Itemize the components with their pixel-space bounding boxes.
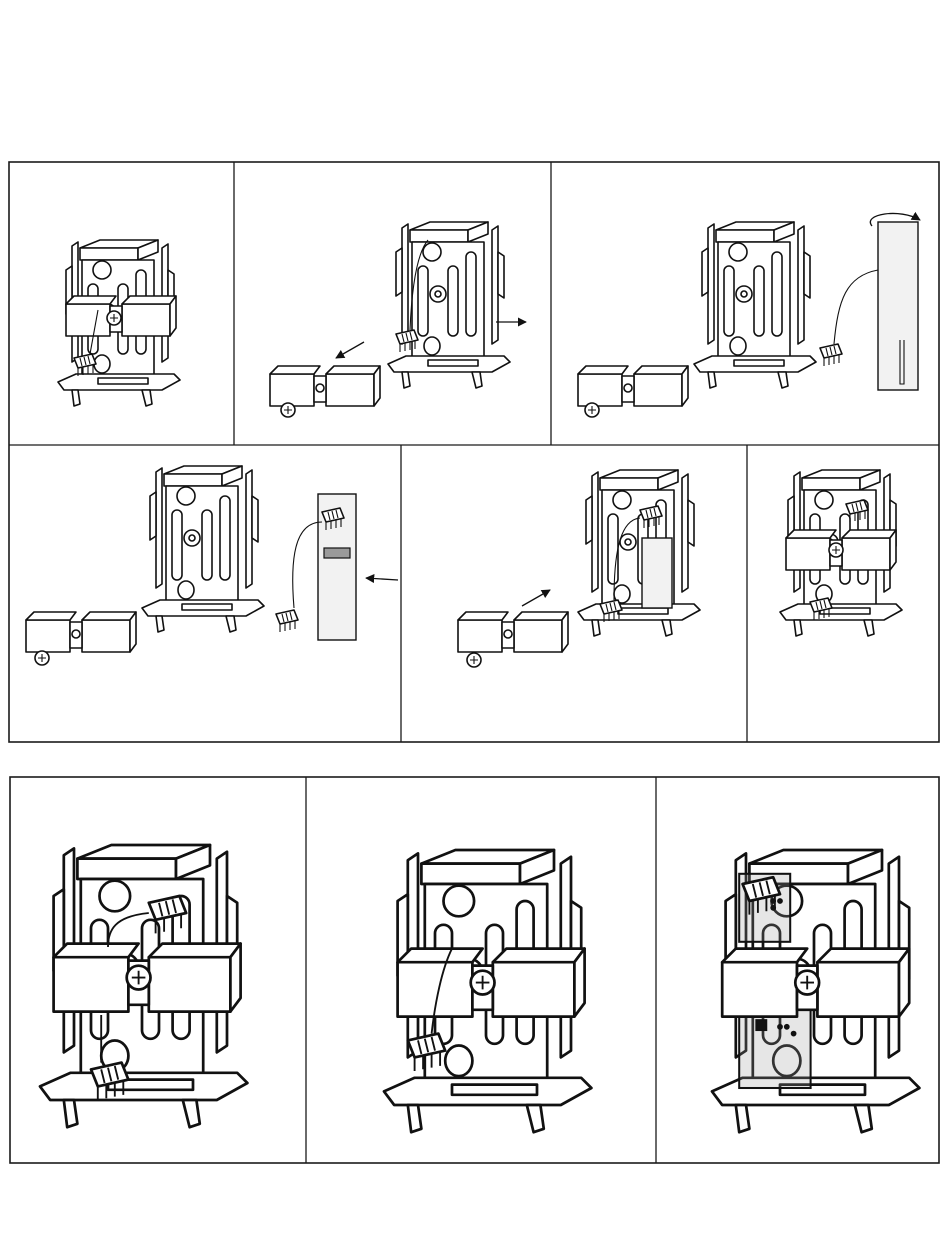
step6-mount-closed <box>780 470 902 636</box>
step3-mount-bare <box>694 222 816 388</box>
step2-screw <box>281 403 295 417</box>
detail1-cable-connector <box>40 845 247 1127</box>
step5-screw <box>467 653 481 667</box>
step5-mount-with-board <box>578 470 700 636</box>
step1-mount-assembled <box>58 240 180 406</box>
step4-mount-bare <box>142 466 264 632</box>
detail2-empty-slot <box>384 850 591 1132</box>
step3-blank-board <box>878 222 918 390</box>
step2-cover-removed <box>388 222 510 388</box>
detail3-board-mounted <box>712 850 919 1132</box>
step3-screw <box>585 403 599 417</box>
step4-screw <box>35 651 49 665</box>
